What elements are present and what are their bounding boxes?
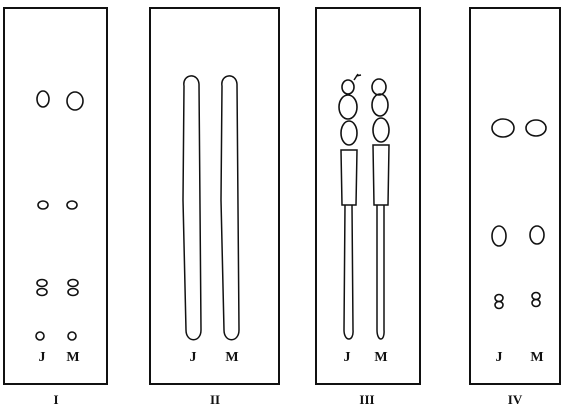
spot [495, 295, 503, 302]
panel-i-lane-m-spots [67, 92, 83, 340]
spot [37, 91, 49, 107]
panel-label: I [53, 392, 58, 407]
spot [342, 80, 354, 94]
streak-j-tail [344, 205, 353, 339]
spot [526, 120, 546, 136]
lane-m-spots [526, 120, 546, 307]
spot [38, 201, 48, 209]
panel-label: II [210, 392, 220, 407]
lane-m-beads [372, 79, 389, 339]
streak-j-body [341, 150, 357, 205]
spot [532, 293, 540, 300]
spot [495, 302, 503, 309]
panel-i: J M I [4, 8, 107, 407]
spot [37, 289, 47, 296]
spot [68, 332, 76, 340]
spot [67, 201, 77, 209]
panel-iv: J M IV [470, 8, 560, 407]
spot [532, 300, 540, 307]
spot [67, 92, 83, 110]
panel-ii-plate [150, 8, 279, 384]
spot [372, 79, 386, 95]
panel-label: IV [508, 392, 523, 407]
lane-label-m: M [374, 350, 387, 365]
panel-iv-plate [470, 8, 560, 384]
streak-m-body [373, 145, 389, 205]
spot [36, 332, 44, 340]
spot [530, 226, 544, 244]
streak-j [183, 76, 201, 340]
lane-label-m: M [225, 350, 238, 365]
spot-marker [354, 74, 361, 80]
panel-i-lane-j-spots [36, 91, 49, 340]
panel-i-plate [4, 8, 107, 384]
lane-label-j: J [344, 350, 351, 365]
spot [492, 119, 514, 137]
panel-ii: J M II [150, 8, 279, 407]
spot [68, 280, 78, 287]
spot [492, 226, 506, 246]
lane-label-j: J [496, 350, 503, 365]
lane-label-j: J [190, 350, 197, 365]
spot [341, 121, 357, 145]
streak-m-tail [377, 205, 384, 339]
lane-j-spots [492, 119, 514, 309]
panel-label: III [359, 392, 374, 407]
lane-label-j: J [39, 350, 46, 365]
spot [372, 94, 388, 116]
spot [37, 280, 47, 287]
lane-label-m: M [66, 350, 79, 365]
panel-iii-plate [316, 8, 420, 384]
lane-j-beads [339, 74, 361, 339]
spot [68, 289, 78, 296]
panel-iii: J M III [316, 8, 420, 407]
spot [373, 118, 389, 142]
lane-label-m: M [530, 350, 543, 365]
spot [339, 95, 357, 119]
streak-m [221, 76, 239, 340]
